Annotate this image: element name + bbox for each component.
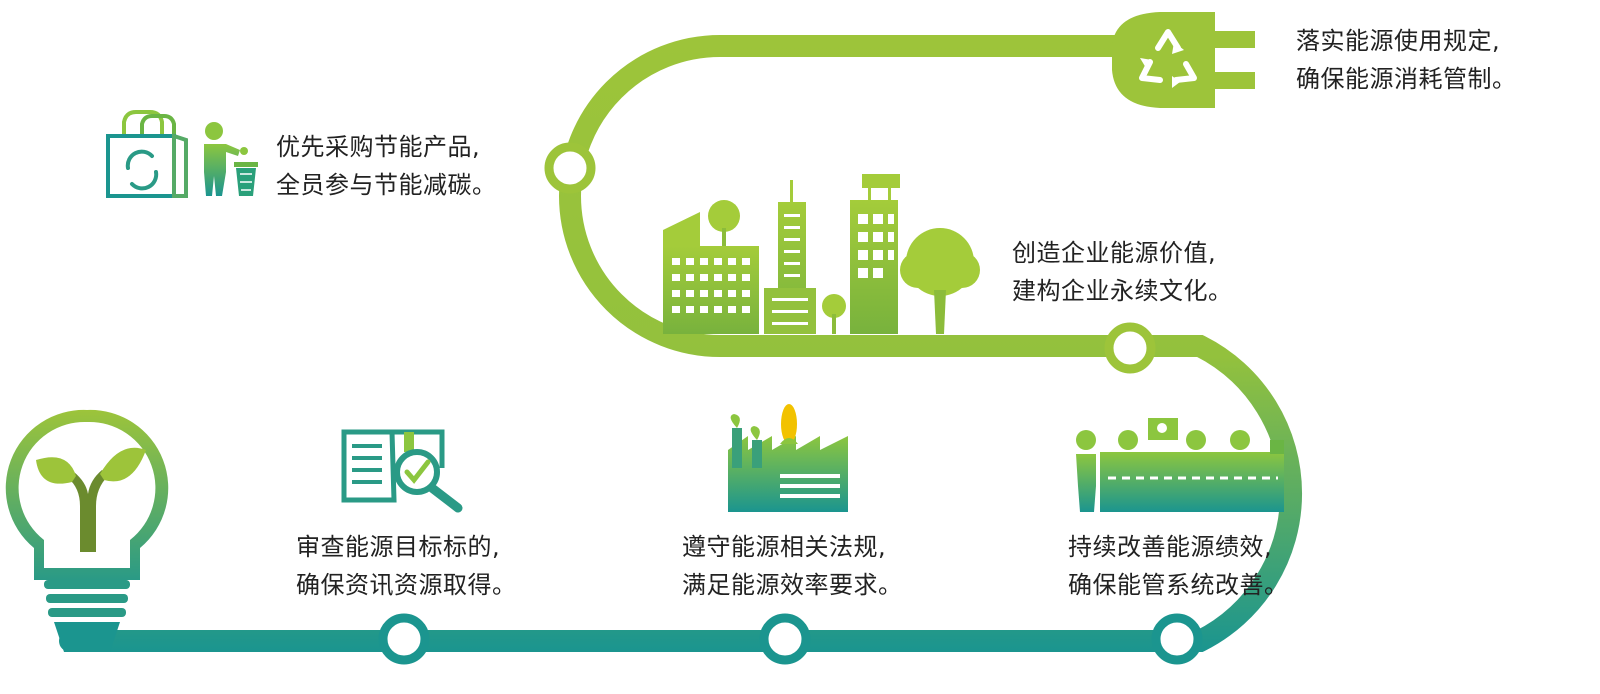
milestone-node-5 [544,142,596,194]
green-city-icon [663,174,980,334]
caption-line-1: 落实能源使用规定, [1296,27,1501,55]
step-caption-review-targets: 审查能源目标标的, 确保资讯资源取得。 [296,528,517,604]
person-trash-icon [204,122,258,196]
milestone-node-1 [378,613,430,665]
lightbulb-sprout-icon [5,409,169,652]
step-caption-usage-rules: 落实能源使用规定, 确保能源消耗管制。 [1296,22,1517,98]
step-caption-value-culture: 创造企业能源价值, 建构企业永续文化。 [1012,234,1233,310]
caption-line-2: 全员参与节能减碳。 [276,171,497,199]
caption-line-1: 遵守能源相关法规, [682,533,887,561]
roadmap-path [59,35,1302,652]
production-line-workers-icon [1076,418,1284,512]
book-magnifier-check-icon [341,429,463,513]
caption-line-2: 确保能源消耗管制。 [1296,65,1517,93]
caption-line-1: 审查能源目标标的, [296,533,501,561]
recycle-plug-icon [1112,12,1255,108]
caption-line-2: 建构企业永续文化。 [1012,277,1233,305]
recycle-bag-icon [106,110,188,198]
milestone-node-3 [1151,613,1203,665]
caption-line-2: 确保资讯资源取得。 [296,571,517,599]
green-factory-icon [728,404,848,512]
caption-line-1: 创造企业能源价值, [1012,239,1217,267]
caption-line-1: 持续改善能源绩效, [1068,533,1273,561]
caption-line-2: 满足能源效率要求。 [682,571,903,599]
step-caption-regulations: 遵守能源相关法规, 满足能源效率要求。 [682,528,903,604]
milestone-node-2 [759,613,811,665]
step-caption-improvement: 持续改善能源绩效, 确保能管系统改善。 [1068,528,1289,604]
step-caption-procurement: 优先采购节能产品, 全员参与节能减碳。 [276,128,497,204]
caption-line-1: 优先采购节能产品, [276,133,481,161]
milestone-node-4 [1104,322,1156,374]
caption-line-2: 确保能管系统改善。 [1068,571,1289,599]
